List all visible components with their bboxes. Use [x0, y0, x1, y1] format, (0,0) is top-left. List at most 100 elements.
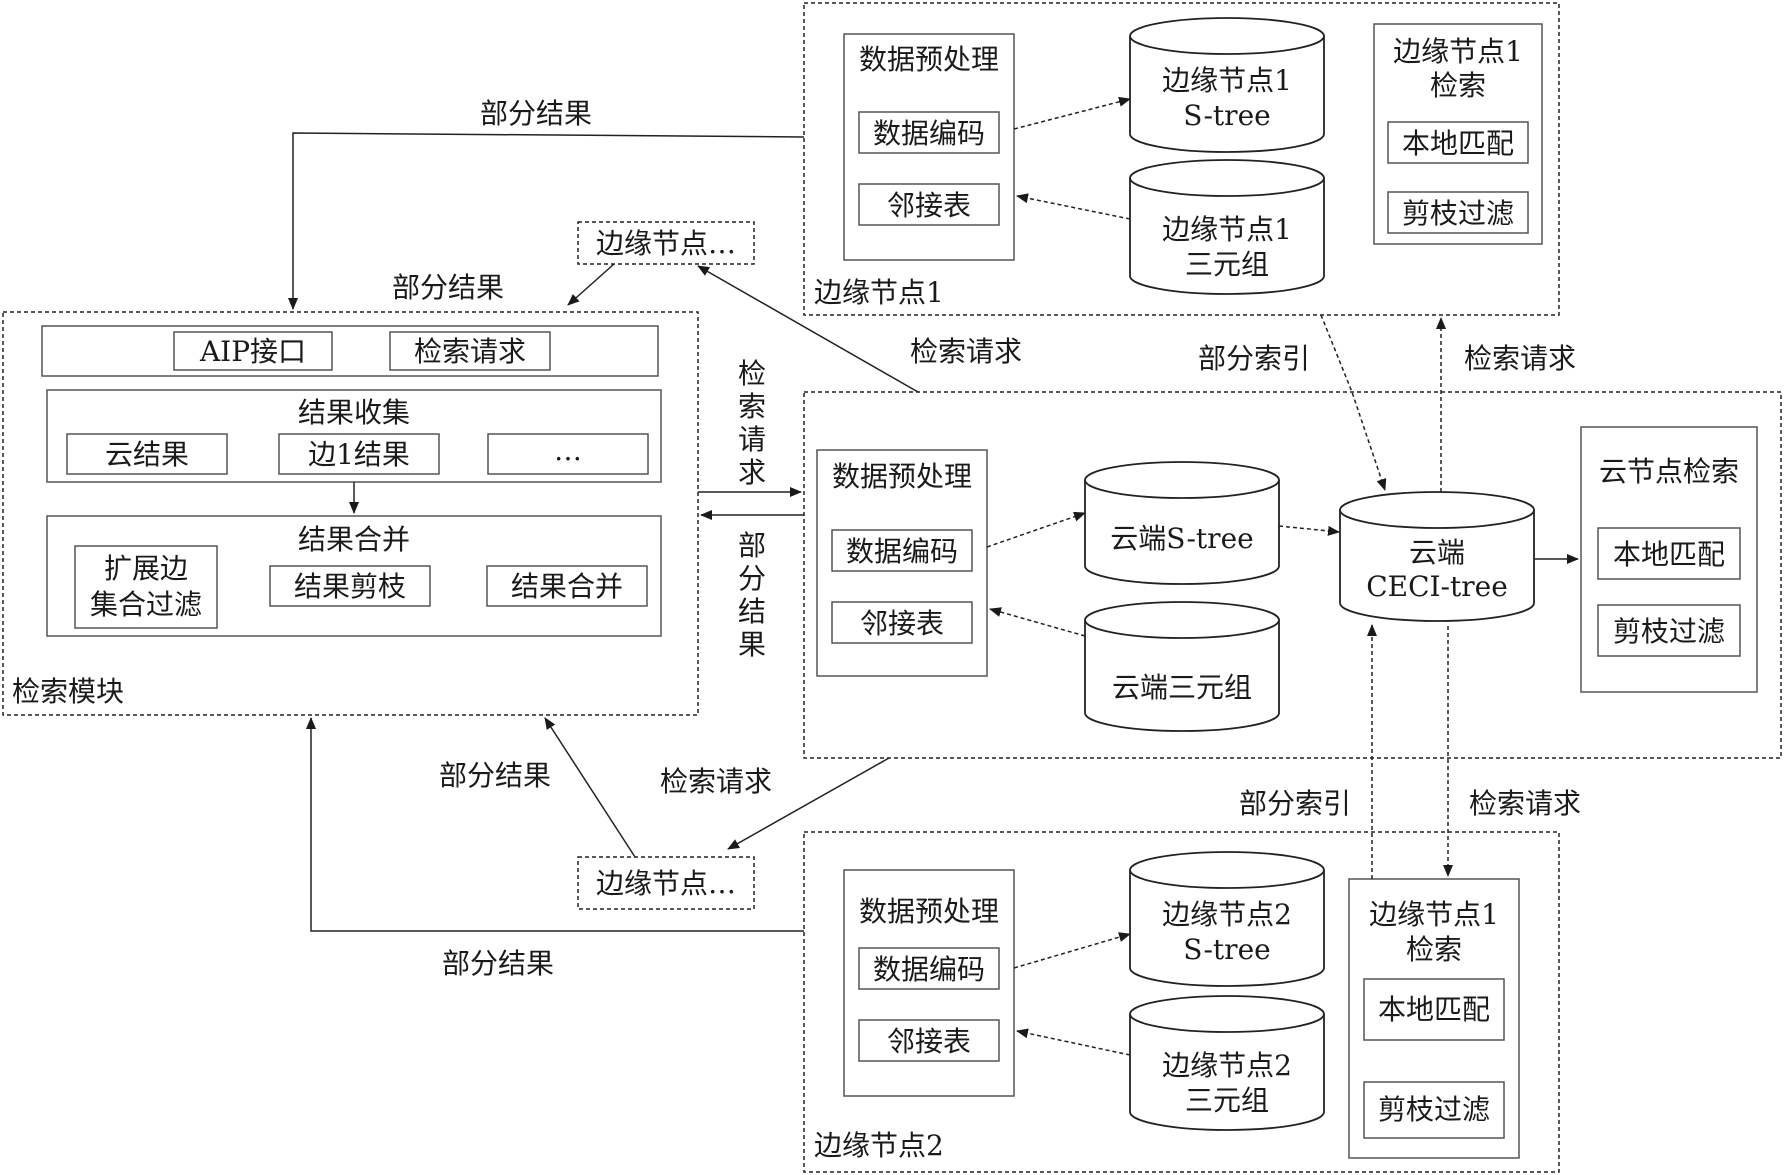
vertical-result-char-3: 结	[738, 595, 766, 628]
api-interface: AIP接口	[199, 335, 306, 368]
partial-index-lower-label: 部分索引	[1239, 787, 1351, 820]
edge-node-2-label: 边缘节点2	[814, 1129, 944, 1162]
partial-result-bottom-label: 部分结果	[442, 947, 554, 980]
edge2-partial-result-arrow	[306, 717, 804, 932]
edge1-prune-filter: 剪枝过滤	[1402, 197, 1514, 230]
edge2-stree-line2: S-tree	[1183, 933, 1270, 966]
edge1-search-title-line2: 检索	[1430, 69, 1486, 102]
partial-index-upper-label: 部分索引	[1198, 342, 1310, 375]
edge-more-top-result-arrow	[567, 263, 615, 306]
edge2-search-title-line2: 检索	[1406, 933, 1462, 966]
edge-more-bottom-result-arrow	[544, 717, 636, 858]
cloud-node-search: 云节点检索 本地匹配 剪枝过滤	[1580, 426, 1758, 693]
edge2-preprocess: 数据预处理 数据编码 邻接表	[843, 869, 1015, 1097]
edge-more-bottom-box: 边缘节点…	[577, 856, 755, 910]
retrieval-module-label: 检索模块	[12, 675, 124, 708]
edge-node-1-label: 边缘节点1	[814, 276, 944, 309]
cloud-prune-filter: 剪枝过滤	[1613, 615, 1725, 648]
cloud-triples-cylinder: 云端三元组	[1084, 601, 1280, 732]
edge-more-top-label: 边缘节点…	[596, 227, 736, 260]
edge2-triples-line1: 边缘节点2	[1162, 1049, 1292, 1082]
edge2-preprocess-title: 数据预处理	[859, 895, 999, 928]
edge-node-2: 边缘节点2 数据预处理 数据编码 邻接表 边缘节点2 S-tree 边缘节点2 …	[803, 831, 1560, 1173]
edge2-search: 边缘节点1 检索 本地匹配 剪枝过滤	[1348, 878, 1520, 1159]
edge1-stree-cylinder: 边缘节点1 S-tree	[1129, 17, 1325, 153]
edge1-local-match: 本地匹配	[1402, 127, 1514, 160]
cloud-local-match: 本地匹配	[1613, 538, 1725, 571]
result-prune: 结果剪枝	[294, 570, 406, 603]
cloud-triples-to-adjacency-arrow	[989, 607, 1086, 637]
edge1-search: 边缘节点1 检索 本地匹配 剪枝过滤	[1373, 23, 1543, 245]
cloud-result: 云结果	[105, 438, 189, 471]
cloud-ceci-line1: 云端	[1409, 536, 1465, 569]
edge2-triples-line2: 三元组	[1185, 1084, 1269, 1117]
cloud-to-edge-more-top-request-arrow	[697, 265, 919, 393]
edge1-preprocess-title: 数据预处理	[859, 43, 999, 76]
result-merge-box: 结果合并	[511, 570, 623, 603]
cloud-stree-cylinder: 云端S-tree	[1084, 461, 1280, 585]
result-collect-title: 结果收集	[298, 396, 410, 429]
edge2-data-encode: 数据编码	[873, 953, 985, 986]
edge1-stree-line2: S-tree	[1183, 99, 1270, 132]
edge2-search-title-line1: 边缘节点1	[1369, 898, 1499, 931]
result-merge: 结果合并 扩展边 集合过滤 结果剪枝 结果合并	[46, 515, 662, 637]
cloud-triples-label: 云端三元组	[1112, 671, 1252, 704]
edge1-encode-to-stree-arrow	[1013, 96, 1131, 130]
edge1-adjacency-list: 邻接表	[887, 189, 971, 222]
cloud-stree-to-ceci-arrow	[1278, 525, 1340, 536]
edge2-stree-cylinder: 边缘节点2 S-tree	[1129, 851, 1325, 987]
edge-more-bottom-label: 边缘节点…	[596, 867, 736, 900]
cloud-preprocess: 数据预处理 数据编码 邻接表	[816, 449, 988, 677]
edge1-partial-result-arrow	[288, 132, 805, 310]
cloud-preprocess-title: 数据预处理	[832, 460, 972, 493]
vertical-request-char-2: 索	[738, 390, 766, 423]
search-request-right-lower-label: 检索请求	[1469, 787, 1581, 820]
cloud-node: 数据预处理 数据编码 邻接表 云端S-tree 云端三元组 云端 CECI-tr…	[803, 391, 1782, 759]
vertical-result-label: 部 分 结 果	[738, 529, 766, 661]
edge2-encode-to-stree-arrow	[1013, 932, 1131, 969]
edge2-triples-cylinder: 边缘节点2 三元组	[1129, 995, 1325, 1131]
partial-result-lower-label: 部分结果	[439, 759, 551, 792]
retrieval-module: 检索模块 AIP接口 检索请求 结果收集 云结果 边1结果 … 结果合并 扩展边…	[2, 311, 699, 716]
edge1-triples-line1: 边缘节点1	[1162, 213, 1292, 246]
search-request-right-upper-label: 检索请求	[1464, 342, 1576, 375]
edge-node-1: 边缘节点1 数据预处理 数据编码 邻接表 边缘节点1 S-tree 边缘节点1 …	[803, 2, 1560, 316]
cloud-adjacency-list: 邻接表	[860, 607, 944, 640]
cloud-stree-label: 云端S-tree	[1110, 522, 1253, 555]
edge1-partial-index-arrow	[1320, 314, 1387, 491]
more-results: …	[554, 434, 582, 467]
api-search-request: 检索请求	[414, 335, 526, 368]
edge-more-top-box: 边缘节点…	[577, 221, 755, 265]
vertical-request-label: 检 索 请 求	[738, 357, 766, 489]
edge2-stree-line1: 边缘节点2	[1162, 898, 1292, 931]
expand-edge-filter-line1: 扩展边	[104, 552, 188, 585]
edge2-triples-to-adjacency-arrow	[1016, 1028, 1131, 1056]
edge1-triples-line2: 三元组	[1185, 248, 1269, 281]
result-merge-title: 结果合并	[298, 523, 410, 556]
partial-result-top-label: 部分结果	[480, 97, 592, 130]
edge2-adjacency-list: 邻接表	[887, 1025, 971, 1058]
edge1-preprocess: 数据预处理 数据编码 邻接表	[843, 33, 1015, 261]
vertical-request-char-4: 求	[738, 456, 766, 489]
edge2-local-match: 本地匹配	[1378, 993, 1490, 1026]
cloud-to-edge-more-bottom-request-arrow	[727, 757, 890, 850]
cloud-search-title: 云节点检索	[1599, 455, 1739, 488]
vertical-request-char-1: 检	[738, 357, 766, 390]
cloud-ceci-tree-cylinder: 云端 CECI-tree	[1339, 491, 1535, 622]
edge1-stree-line1: 边缘节点1	[1162, 64, 1292, 97]
cloud-data-encode: 数据编码	[846, 535, 958, 568]
search-request-lower-label: 检索请求	[660, 765, 772, 798]
api-row: AIP接口 检索请求	[41, 325, 659, 377]
result-collect: 结果收集 云结果 边1结果 …	[46, 389, 662, 483]
edge1-triples-cylinder: 边缘节点1 三元组	[1129, 159, 1325, 295]
vertical-result-char-2: 分	[738, 562, 766, 595]
edge2-prune-filter: 剪枝过滤	[1378, 1093, 1490, 1126]
cloud-ceci-line2: CECI-tree	[1366, 570, 1508, 603]
vertical-result-char-4: 果	[738, 628, 766, 661]
vertical-result-char-1: 部	[738, 529, 766, 562]
search-request-upper-label: 检索请求	[910, 335, 1022, 368]
edge1-search-title-line1: 边缘节点1	[1393, 35, 1523, 68]
vertical-request-char-3: 请	[738, 423, 766, 456]
edge1-data-encode: 数据编码	[873, 117, 985, 150]
